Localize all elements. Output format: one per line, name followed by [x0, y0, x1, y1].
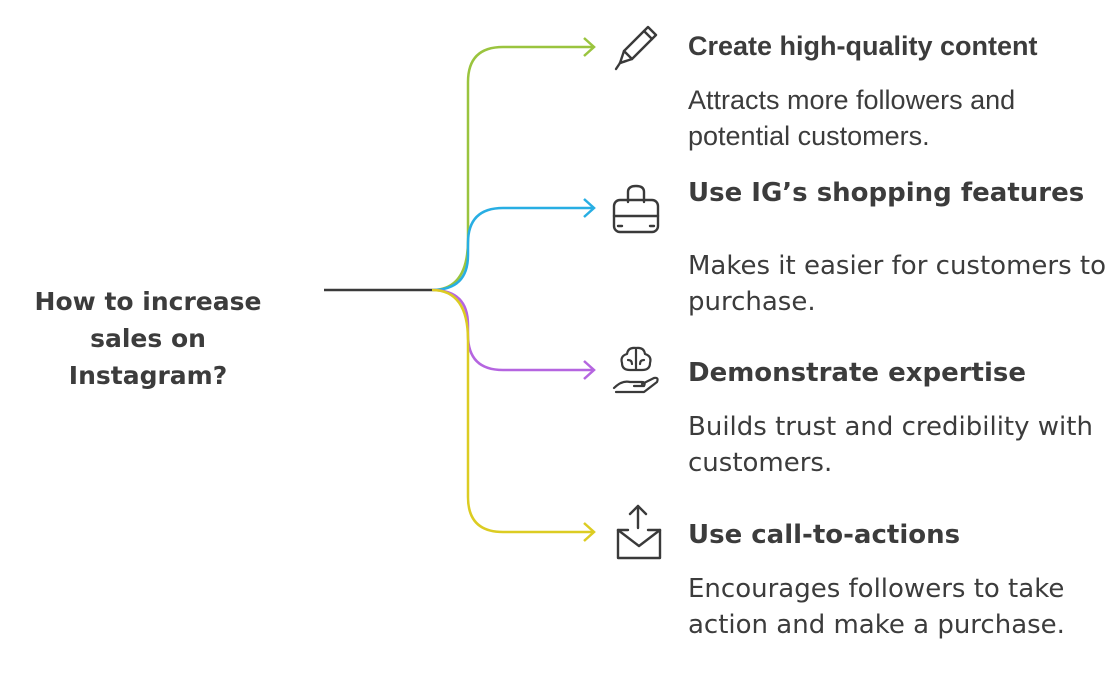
branch-description-4: Encourages followers to take action and …	[688, 574, 1065, 640]
branch-title-3: Demonstrate expertise	[688, 358, 1026, 388]
branch-title-2: Use IG’s shopping features	[688, 178, 1085, 208]
branch-description-2: Makes it easier for customers to purchas…	[688, 251, 1106, 317]
brain-hand-icon	[606, 340, 666, 400]
branch-description-1: Attracts more followers and potential cu…	[688, 85, 1016, 151]
branch-title-1: Create high-quality content	[688, 31, 1038, 61]
shopping-bag-icon	[606, 178, 666, 238]
mail-upload-icon	[608, 502, 668, 562]
arrow-4	[583, 522, 596, 542]
branch-line-3	[431, 288, 594, 372]
arrow-2	[583, 198, 596, 218]
branch-description-3: Builds trust and credibility with custom…	[688, 412, 1093, 478]
branch-line-4	[431, 288, 594, 534]
branch-title-4: Use call-to-actions	[688, 520, 961, 550]
arrow-1	[583, 37, 596, 57]
branch-line-1	[431, 45, 594, 292]
arrow-3	[583, 360, 596, 380]
branch-line-2	[431, 206, 594, 292]
pencil-icon	[606, 17, 666, 77]
root-label: How to increase sales on Instagram?	[34, 287, 262, 390]
